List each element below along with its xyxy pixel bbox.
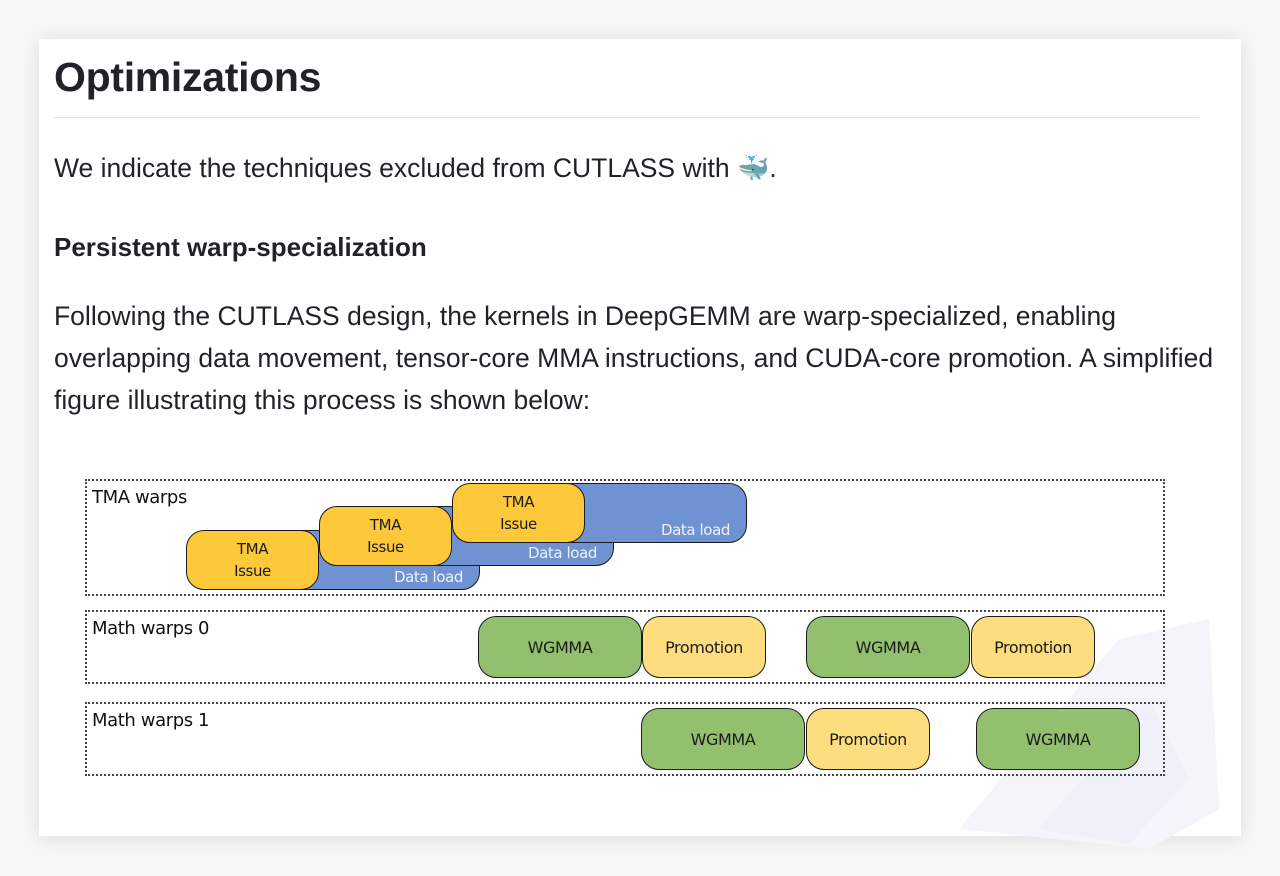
heading-divider [54, 117, 1199, 118]
block-label: Promotion [665, 637, 743, 657]
lane-label: Math warps 1 [92, 710, 210, 731]
block-label: TMA Issue [500, 491, 537, 535]
wgmma-block: WGMMA [478, 616, 642, 678]
body-paragraph: Following the CUTLASS design, the kernel… [54, 301, 1214, 415]
block-label: Data load [660, 521, 730, 539]
tma-issue-block: TMA Issue [452, 483, 585, 543]
promotion-block: Promotion [971, 616, 1095, 678]
block-label-line: Issue [500, 515, 537, 533]
block-label-line: Issue [234, 562, 271, 580]
block-label: WGMMA [690, 729, 756, 749]
block-label: WGMMA [855, 637, 921, 657]
block-label: Promotion [829, 729, 907, 749]
tma-issue-block: TMA Issue [186, 530, 319, 590]
lane-label: Math warps 0 [92, 618, 210, 639]
block-label: Promotion [994, 637, 1072, 657]
intro-trailing: . [769, 153, 777, 183]
lane-label: TMA warps [92, 487, 187, 508]
promotion-block: Promotion [806, 708, 930, 770]
block-label: Data load [527, 544, 597, 562]
block-label-line: TMA [502, 493, 535, 511]
lane-math-warps-0: Math warps 0 WGMMA Promotion WGMMA Promo… [85, 610, 1165, 684]
section-heading: Persistent warp-specialization [54, 232, 427, 262]
lane-tma-warps: TMA warps Data load TMA Issue Data load T… [85, 479, 1165, 596]
block-label: WGMMA [527, 637, 593, 657]
intro-text: We indicate the techniques excluded from… [54, 153, 737, 183]
wgmma-block: WGMMA [976, 708, 1140, 770]
lane-math-warps-1: Math warps 1 WGMMA Promotion WGMMA [85, 702, 1165, 776]
block-label-line: TMA [236, 540, 269, 558]
page-title: Optimizations [54, 54, 322, 100]
intro-paragraph: We indicate the techniques excluded from… [54, 151, 777, 185]
block-label: TMA Issue [367, 514, 404, 558]
wgmma-block: WGMMA [641, 708, 805, 770]
promotion-block: Promotion [642, 616, 766, 678]
block-label: Data load [393, 568, 463, 586]
whale-icon: 🐳 [736, 153, 770, 183]
block-label-line: Issue [367, 538, 404, 556]
block-label: TMA Issue [234, 538, 271, 582]
block-label: WGMMA [1025, 729, 1091, 749]
document-card: Optimizations We indicate the techniques… [39, 39, 1241, 849]
block-label-line: TMA [369, 516, 402, 534]
tma-issue-block: TMA Issue [319, 506, 452, 566]
wgmma-block: WGMMA [806, 616, 970, 678]
